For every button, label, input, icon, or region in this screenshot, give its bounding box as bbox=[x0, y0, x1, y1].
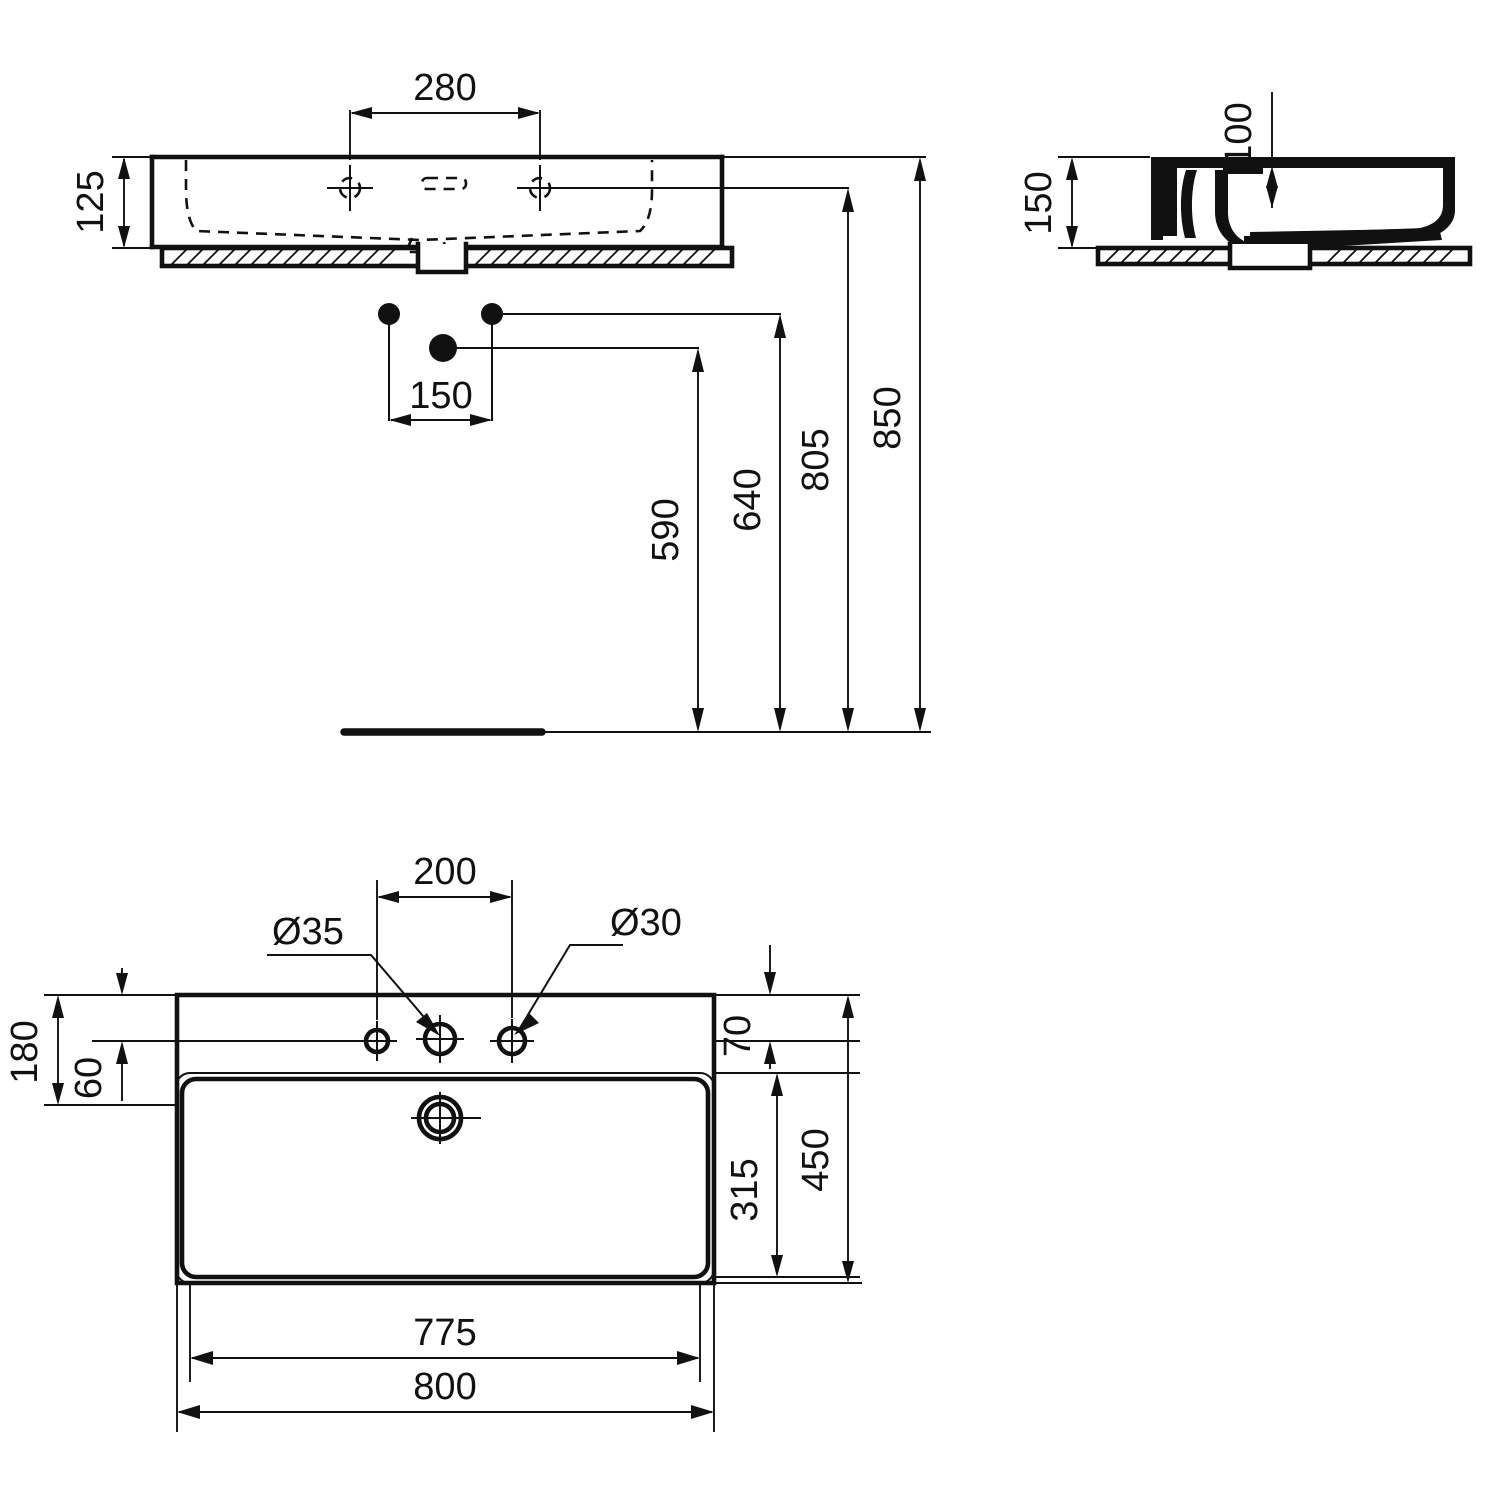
dimension-280: 280 bbox=[349, 67, 541, 160]
dimension-150-supply: 150 bbox=[389, 375, 492, 426]
basin-inner-bowl-hidden bbox=[184, 160, 654, 254]
side-section-view: 150 100 bbox=[1018, 92, 1473, 271]
dimension-label-180: 180 bbox=[4, 1020, 46, 1083]
dimension-60: 60 bbox=[68, 968, 358, 1101]
callout-label-dia30: Ø30 bbox=[610, 902, 682, 944]
dimension-125: 125 bbox=[70, 156, 160, 249]
dimension-180: 180 bbox=[4, 994, 176, 1106]
dimension-label-150-side: 150 bbox=[1018, 171, 1060, 234]
tap-hole-small-left bbox=[357, 1021, 397, 1061]
tap-hole-marker-left bbox=[327, 165, 373, 211]
callout-dia30: Ø30 bbox=[514, 902, 682, 1035]
connection-points bbox=[378, 303, 781, 421]
tap-hole-dia35 bbox=[416, 1015, 464, 1063]
dimension-label-200: 200 bbox=[413, 851, 476, 893]
basin-plan-bowl bbox=[175, 1072, 715, 1284]
drain-hole-plan bbox=[411, 1092, 481, 1144]
hatch-pattern bbox=[169, 247, 717, 267]
dimension-800: 800 bbox=[176, 1283, 715, 1432]
dimension-100: 100 bbox=[1218, 92, 1278, 208]
dimension-label-805: 805 bbox=[795, 428, 837, 491]
dimension-label-850: 850 bbox=[867, 386, 909, 449]
wall-slab-hatched bbox=[159, 241, 735, 275]
plan-view: Ø35 Ø30 200 180 bbox=[4, 851, 862, 1432]
dimension-label-150-supply: 150 bbox=[409, 375, 472, 417]
side-floor-slab bbox=[1095, 241, 1473, 271]
dimension-label-315: 315 bbox=[724, 1158, 766, 1221]
dimension-450: 450 bbox=[714, 995, 862, 1284]
callout-dia35: Ø35 bbox=[267, 911, 440, 1036]
side-hatch-pattern bbox=[1103, 247, 1455, 265]
dimension-label-100: 100 bbox=[1218, 102, 1260, 165]
tap-hole-dia30 bbox=[490, 1019, 534, 1063]
dimension-70: 70 bbox=[714, 945, 860, 1074]
overflow-slot bbox=[420, 176, 468, 191]
dimension-590: 590 bbox=[645, 348, 704, 732]
dimension-label-70: 70 bbox=[717, 1015, 759, 1057]
front-elevation-view: 280 125 150 bbox=[70, 67, 931, 736]
dimension-label-450: 450 bbox=[795, 1128, 837, 1191]
tap-hole-marker-right bbox=[517, 165, 563, 211]
dimension-label-775: 775 bbox=[413, 1312, 476, 1354]
dimension-805: 805 bbox=[561, 187, 854, 732]
dimension-315: 315 bbox=[714, 1073, 860, 1278]
dimension-200: 200 bbox=[376, 851, 513, 1020]
dimension-label-640: 640 bbox=[727, 468, 769, 531]
dimension-label-280: 280 bbox=[413, 67, 476, 109]
dimension-775: 775 bbox=[189, 1283, 701, 1382]
dimension-label-60: 60 bbox=[68, 1057, 110, 1099]
dimension-640: 640 bbox=[727, 314, 786, 732]
dimension-label-125: 125 bbox=[70, 170, 112, 233]
dimension-label-800: 800 bbox=[413, 1366, 476, 1408]
dimension-850: 850 bbox=[721, 156, 926, 732]
dimension-label-590: 590 bbox=[645, 498, 687, 561]
callout-label-dia35: Ø35 bbox=[272, 911, 344, 953]
dimension-150-side: 150 bbox=[1018, 156, 1150, 249]
